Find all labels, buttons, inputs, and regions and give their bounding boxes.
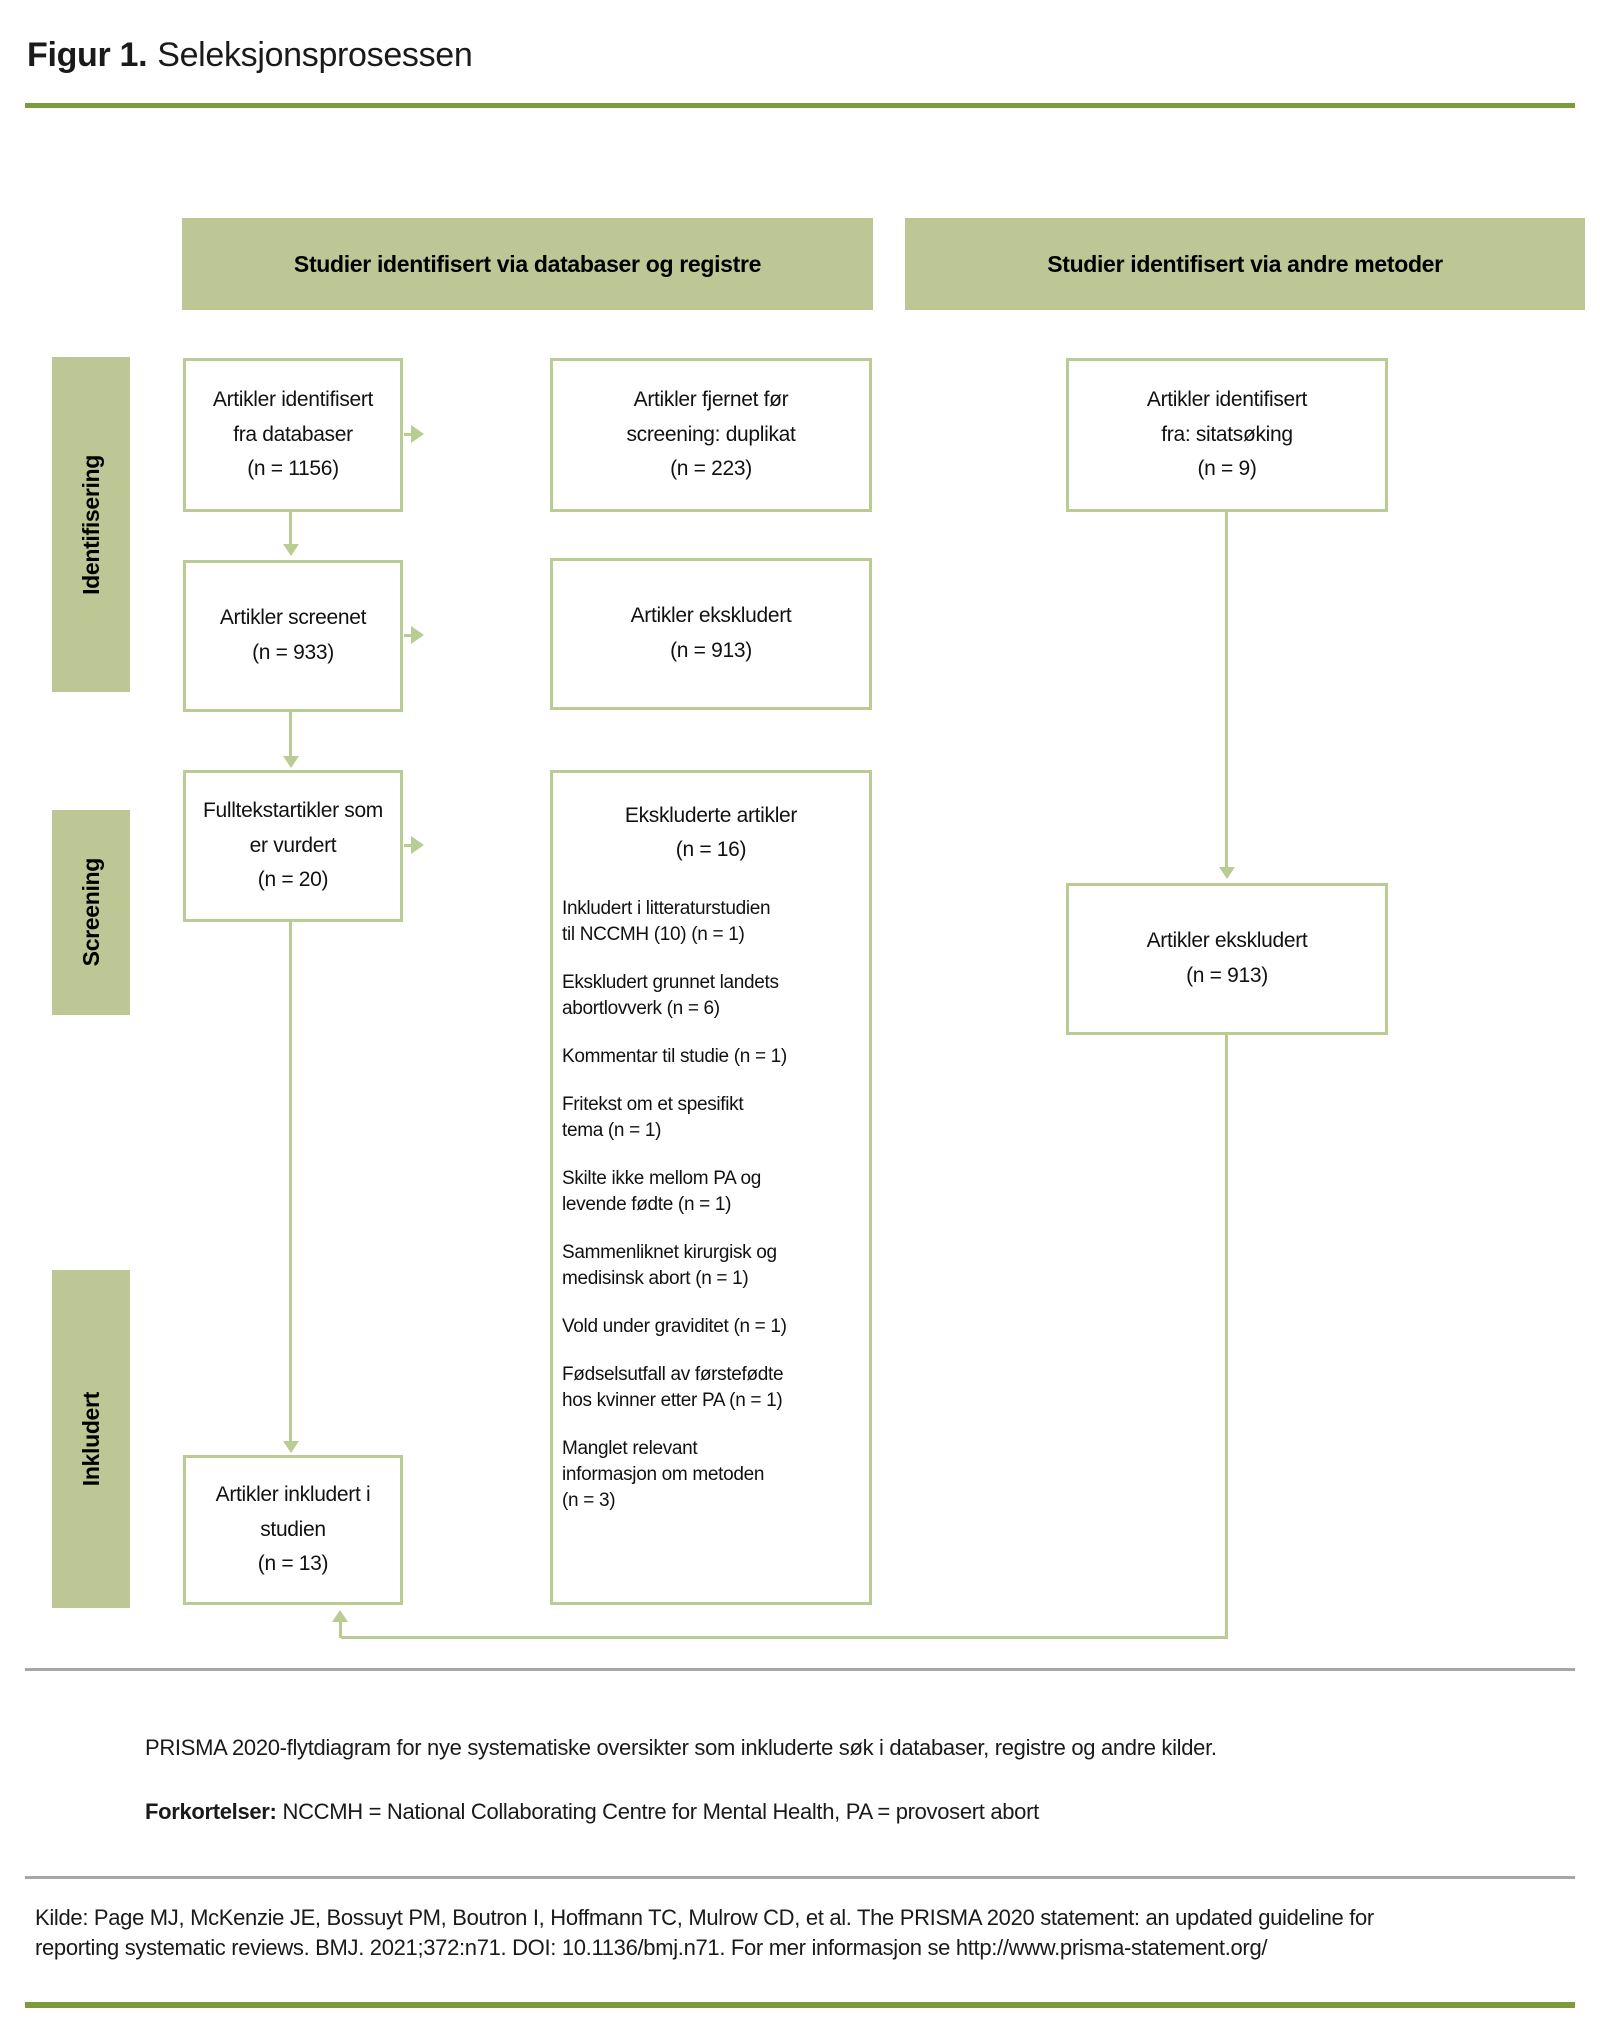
prisma-note: PRISMA 2020-flytdiagram for nye systemat… [145, 1735, 1217, 1760]
box-fulltext-assessed: Fulltekstartikler som er vurdert (n = 20… [183, 770, 403, 922]
box-identified-databases: Artikler identifisert fra databaser (n =… [183, 358, 403, 512]
arrow-right-icon [411, 425, 424, 443]
excluded-fulltext-heading: Ekskluderte artikler (n = 16) [624, 804, 798, 861]
box-excluded-citation: Artikler ekskludert (n = 913) [1066, 883, 1388, 1035]
box-included-studies: Artikler inkludert i studien (n = 13) [183, 1455, 403, 1605]
stage-bar-included: Inkludert [52, 1270, 130, 1608]
exclusion-reason: Kommentar til studie (n = 1) [562, 1046, 787, 1068]
stage-label-included: Inkludert [77, 1391, 104, 1487]
column-header-other-methods: Studier identifisert via andre metoder [905, 218, 1585, 310]
arrow-right-icon [411, 836, 424, 854]
exclusion-reason: Vold under graviditet (n = 1) [562, 1316, 787, 1338]
arrow-down-icon [283, 544, 299, 556]
arrow-down-icon [1219, 867, 1235, 879]
stage-bar-identification: Identifisering [52, 357, 130, 692]
exclusion-reason: Sammenliknet kirurgisk og medisinsk abor… [562, 1242, 777, 1290]
exclusion-reason: Skilte ikke mellom PA og levende fødte (… [562, 1168, 761, 1216]
connector-line [404, 634, 411, 637]
source-reference: Kilde: Page MJ, McKenzie JE, Bossuyt PM,… [35, 1903, 1575, 1963]
box-excluded-fulltext: Ekskluderte artikler (n = 16) Inkludert … [550, 770, 872, 1605]
arrow-up-icon [332, 1610, 348, 1622]
figure-title: Figur 1.Seleksjonsprosessen [27, 36, 473, 75]
connector-line [289, 512, 292, 544]
exclusion-reason: Manglet relevant informasjon om metoden … [562, 1438, 765, 1512]
source-line-1: Kilde: Page MJ, McKenzie JE, Bossuyt PM,… [35, 1905, 1374, 1930]
bottom-rule [25, 2002, 1575, 2008]
column-header-databases: Studier identifisert via databaser og re… [182, 218, 873, 310]
abbreviations-text: NCCMH = National Collaborating Centre fo… [282, 1799, 1040, 1824]
abbreviations-line: Forkortelser:NCCMH = National Collaborat… [145, 1798, 1039, 1826]
exclusion-reason: Fritekst om et spesifikt tema (n = 1) [562, 1094, 744, 1142]
box-identified-citation: Artikler identifisert fra: sitatsøking (… [1066, 358, 1388, 512]
box-screened: Artikler screenet (n = 933) [183, 560, 403, 712]
stage-bar-screening: Screening [52, 810, 130, 1015]
connector-line [339, 1622, 342, 1638]
box-excluded-screening: Artikler ekskludert (n = 913) [550, 558, 872, 710]
connector-line [404, 433, 411, 436]
source-line-2: reporting systematic reviews. BMJ. 2021;… [35, 1935, 1268, 1960]
box-removed-before-screening: Artikler fjernet før screening: duplikat… [550, 358, 872, 512]
title-divider-rule [25, 103, 1575, 108]
stage-label-identification: Identifisering [77, 454, 104, 595]
arrow-right-icon [411, 626, 424, 644]
connector-line [1225, 512, 1228, 867]
connector-line [289, 712, 292, 756]
figure-title-text: Seleksjonsprosessen [157, 36, 473, 74]
caption-divider-rule [25, 1668, 1575, 1671]
exclusion-reason: Inkludert i litteraturstudien til NCCMH … [562, 898, 771, 946]
abbreviations-label: Forkortelser: [145, 1799, 277, 1824]
stage-label-screening: Screening [77, 858, 104, 967]
exclusion-reason: Ekskludert grunnet landets abortlovverk … [562, 972, 779, 1020]
connector-line [1225, 1035, 1228, 1638]
connector-line [404, 844, 411, 847]
connector-line [289, 922, 292, 1441]
exclusion-reason: Fødselsutfall av førstefødte hos kvinner… [562, 1364, 784, 1412]
figure-label: Figur 1. [27, 36, 148, 74]
connector-line [341, 1636, 1228, 1639]
arrow-down-icon [283, 1441, 299, 1453]
source-divider-rule [25, 1876, 1575, 1879]
arrow-down-icon [283, 756, 299, 768]
